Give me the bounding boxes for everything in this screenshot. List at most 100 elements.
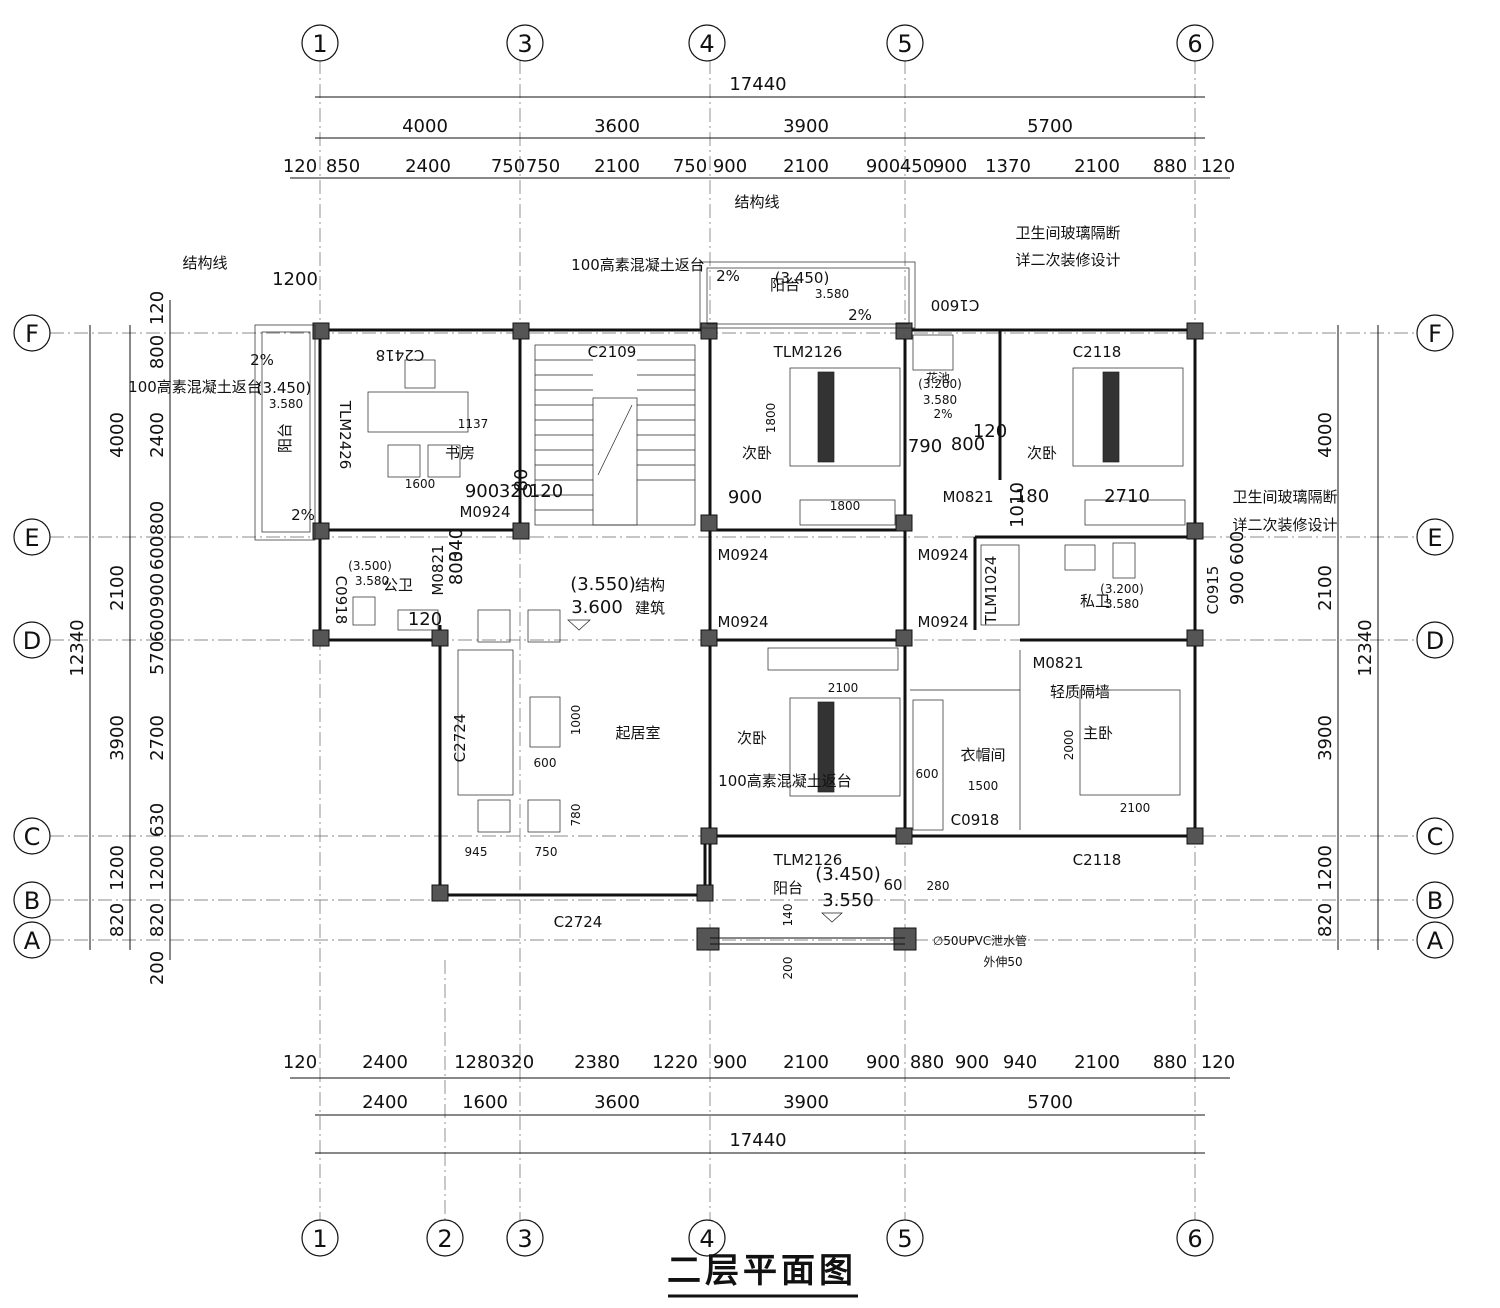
room-master: 主卧: [1083, 724, 1113, 742]
svg-text:D: D: [1426, 627, 1444, 655]
svg-text:4000: 4000: [107, 412, 128, 458]
room-living: 起居室: [615, 724, 660, 742]
svg-text:2100: 2100: [1315, 565, 1336, 611]
svg-text:M0924: M0924: [917, 613, 968, 631]
svg-text:1010: 1010: [1007, 482, 1028, 528]
svg-text:1000: 1000: [569, 705, 583, 736]
svg-text:120: 120: [147, 291, 168, 325]
svg-text:详二次装修设计: 详二次装修设计: [1015, 251, 1120, 269]
svg-text:900: 900: [1227, 571, 1248, 605]
room-public-wc: 公卫: [383, 576, 413, 594]
dimension-left: 12340 4000 2100 3900 1200 820 120 800 24…: [67, 291, 171, 985]
svg-text:结构线: 结构线: [734, 193, 779, 211]
svg-text:2100: 2100: [1120, 801, 1151, 815]
svg-text:140: 140: [781, 904, 795, 927]
dim-top-detail: 900: [933, 156, 967, 177]
svg-text:600: 600: [147, 536, 168, 570]
svg-text:3.600: 3.600: [571, 597, 623, 618]
svg-text:320: 320: [499, 481, 533, 502]
dim-top-detail: 2100: [783, 156, 829, 177]
svg-text:结构线: 结构线: [182, 254, 227, 272]
dim-top-detail: 900: [866, 156, 900, 177]
svg-text:(3.200): (3.200): [1100, 582, 1144, 596]
svg-text:600: 600: [1227, 531, 1248, 565]
svg-text:C: C: [1427, 823, 1444, 851]
bed-ne2: [1072, 367, 1184, 467]
coffee-table: [529, 696, 561, 748]
balconies: [254, 261, 916, 945]
svg-text:F: F: [25, 320, 39, 348]
bed-se: [789, 697, 901, 797]
dim-top-span-2: 3600: [594, 116, 640, 137]
svg-text:TLM2126: TLM2126: [773, 343, 843, 361]
svg-text:1200: 1200: [272, 269, 318, 290]
svg-text:2%: 2%: [291, 506, 315, 524]
svg-text:200: 200: [781, 957, 795, 980]
svg-text:∅50UPVC泄水管: ∅50UPVC泄水管: [933, 933, 1027, 948]
svg-text:M0924: M0924: [459, 503, 510, 521]
axis-bubble-x6-top: 6: [1176, 24, 1214, 62]
svg-text:(3.450): (3.450): [815, 864, 881, 885]
dim-bottom-detail: 880: [910, 1052, 944, 1073]
svg-text:60: 60: [883, 876, 902, 894]
dim-bottom-detail: 320: [500, 1052, 534, 1073]
svg-text:3.580: 3.580: [355, 574, 389, 588]
svg-text:820: 820: [147, 903, 168, 937]
dim-bottom-detail: 2380: [574, 1052, 620, 1073]
page-title: 二层平面图: [667, 1251, 857, 1291]
planter-box: [912, 334, 954, 371]
svg-text:E: E: [24, 524, 39, 552]
svg-text:M0924: M0924: [717, 613, 768, 631]
dimension-right: 4000 2100 3900 1200 820 12340 600 900: [1227, 325, 1379, 950]
svg-text:800: 800: [147, 501, 168, 535]
svg-text:C: C: [24, 823, 41, 851]
room-private-wc: 私卫: [1080, 592, 1110, 610]
svg-text:280: 280: [927, 879, 950, 893]
axis-bubble-x1-top: 1: [301, 24, 339, 62]
dim-bottom-detail: 900: [866, 1052, 900, 1073]
room-bed-ne2: 次卧: [1027, 444, 1057, 462]
dim-bottom-span: 1600: [462, 1092, 508, 1113]
dim-top-detail: 450: [900, 156, 934, 177]
svg-text:2100: 2100: [828, 681, 859, 695]
dim-top-detail: 880: [1153, 156, 1187, 177]
dim-bottom-span: 5700: [1027, 1092, 1073, 1113]
axis-bubble-A-right: A: [1416, 921, 1454, 959]
svg-text:(3.500): (3.500): [348, 559, 392, 573]
axis-bubble-D-left: D: [13, 621, 51, 659]
svg-text:3.550: 3.550: [822, 890, 874, 911]
svg-text:C0918: C0918: [332, 576, 350, 625]
wardrobe-ne1: [799, 499, 896, 526]
svg-text:945: 945: [465, 845, 488, 859]
svg-text:C2118: C2118: [1073, 343, 1122, 361]
svg-text:120: 120: [529, 481, 563, 502]
svg-text:卫生间玻璃隔断: 卫生间玻璃隔断: [1015, 224, 1120, 242]
dim-top-detail: 2100: [594, 156, 640, 177]
axis-bubble-x5-bottom: 5: [886, 1219, 924, 1257]
dim-bottom-detail: 2400: [362, 1052, 408, 1073]
svg-text:820: 820: [107, 903, 128, 937]
svg-text:100高素混凝土返台: 100高素混凝土返台: [718, 772, 852, 790]
svg-text:3900: 3900: [107, 715, 128, 761]
dim-bottom-detail: 880: [1153, 1052, 1187, 1073]
svg-text:C1600: C1600: [931, 296, 980, 314]
room-study: 书房: [445, 444, 475, 462]
svg-text:4: 4: [699, 30, 714, 58]
svg-text:(3.550): (3.550): [570, 574, 636, 595]
svg-text:外伸50: 外伸50: [983, 955, 1022, 969]
svg-text:630: 630: [147, 803, 168, 837]
bed-master: [1079, 689, 1181, 796]
svg-text:TLM2426: TLM2426: [336, 400, 354, 470]
svg-text:A: A: [1427, 927, 1444, 955]
room-planter: 花池: [926, 370, 950, 385]
svg-text:570: 570: [147, 641, 168, 675]
svg-text:结构: 结构: [635, 576, 665, 594]
wardrobe-ne2: [1084, 499, 1186, 526]
svg-text:1: 1: [312, 1225, 327, 1253]
svg-text:C2418: C2418: [376, 346, 425, 364]
svg-text:1600: 1600: [405, 477, 436, 491]
dim-bottom-detail: 900: [955, 1052, 989, 1073]
level-marks: (3.550) 3.600 结构 建筑 (3.450) 3.580 (3.450…: [257, 269, 1144, 923]
dim-top-detail: 1370: [985, 156, 1031, 177]
dim-top-total: 17440: [729, 74, 786, 95]
